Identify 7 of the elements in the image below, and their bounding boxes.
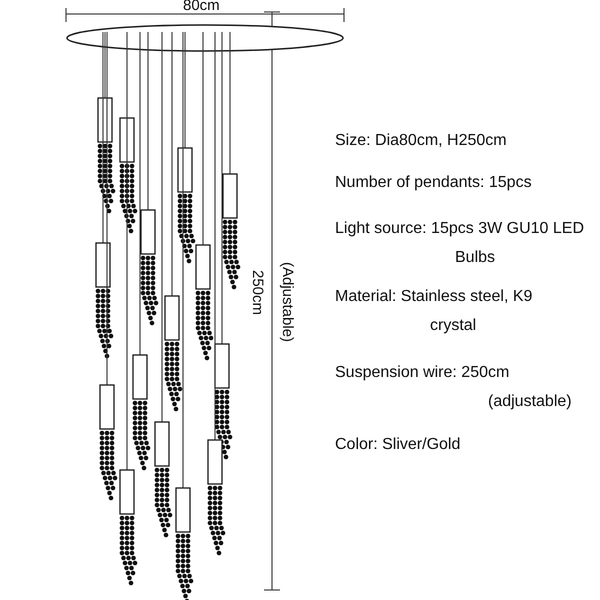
dimension-label: (Adjustable) [279,262,296,342]
dimension-label: 250cm [249,270,266,316]
spec-text: Light source: 15pcs 3W GU10 LED Bulbs [335,219,585,268]
spec-text: Size: Dia80cm, H250cm [335,131,507,151]
spec-text: Material: Stainless steel, K9 crystal [335,287,534,336]
spec-text: Number of pendants: 15pcs [335,173,532,193]
spec-text: Color: Sliver/Gold [335,435,460,455]
